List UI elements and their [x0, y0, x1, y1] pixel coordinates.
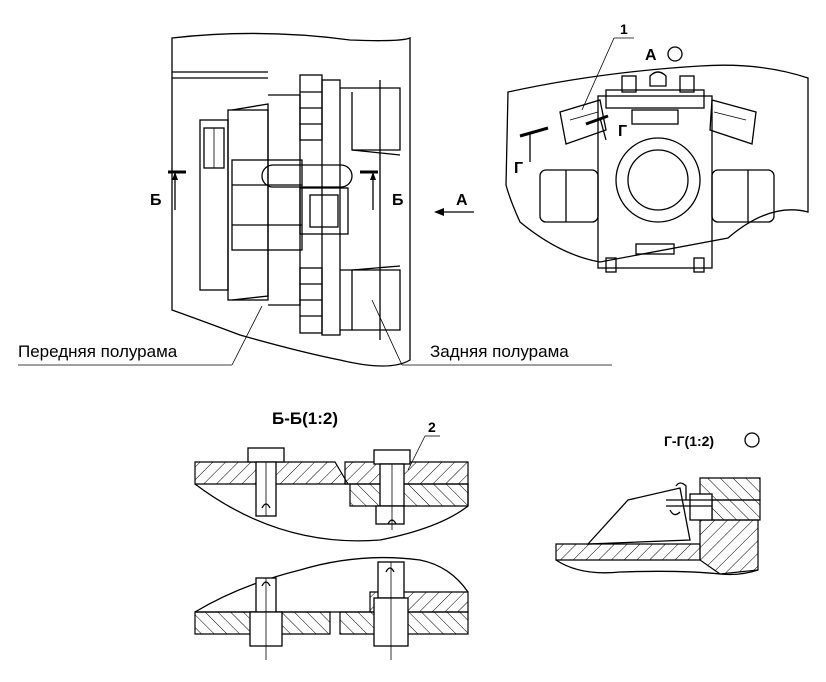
callout-1: 1: [620, 21, 628, 37]
main-view: [171, 32, 411, 367]
frame-leaders: [18, 299, 612, 366]
section-b-marks: Б Б: [150, 170, 404, 210]
section-gg-title: Г-Г(1:2): [664, 433, 714, 449]
view-a-arrow-label: А: [456, 192, 468, 209]
rear-half-frame-label: Задняя полурама: [430, 342, 569, 361]
callout-2: 2: [428, 419, 436, 435]
front-half-frame-label: Передняя полурама: [18, 342, 178, 361]
section-b-label-right: Б: [392, 192, 404, 209]
view-a-title: А: [645, 47, 657, 64]
section-g-label-left: Г: [514, 160, 523, 177]
section-g-label-right: Г: [618, 123, 627, 140]
section-bb-title: Б-Б(1:2): [272, 409, 338, 428]
rotation-symbol-icon: [667, 46, 683, 62]
section-b-label-left: Б: [150, 192, 162, 209]
view-a-arrow: А: [434, 192, 474, 216]
view-a: А 1 Г Г: [505, 21, 809, 273]
rotation-symbol-icon-2: [744, 432, 760, 448]
section-bb: Б-Б(1:2) 2: [194, 409, 469, 660]
section-gg: Г-Г(1:2): [555, 432, 761, 576]
